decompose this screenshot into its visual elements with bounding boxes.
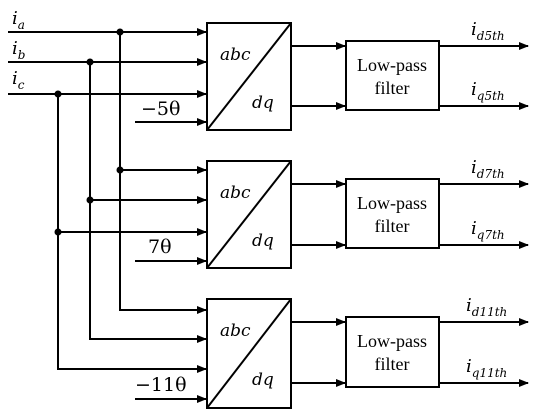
block-bottom-label-2: dq — [252, 231, 274, 251]
filter-label-line2-3: filter — [375, 354, 410, 374]
junction-dot — [86, 58, 94, 66]
input-label-ib: ib — [12, 38, 25, 62]
output-label-q11th: iq11th — [466, 356, 507, 380]
block-bottom-label-3: dq — [252, 370, 274, 390]
filter-label-line1-2: Low-pass — [357, 193, 427, 213]
angle-label-stage2: 7θ — [148, 236, 172, 258]
output-label-d5th: id5th — [471, 19, 505, 43]
output-label-q5th: iq5th — [471, 79, 505, 103]
filter-label-line1-3: Low-pass — [357, 331, 427, 351]
lowpass-filter-2 — [345, 178, 440, 249]
block-bottom-label-1: dq — [252, 93, 274, 113]
output-label-d7th: id7th — [471, 157, 505, 181]
block-top-label-1: abc — [220, 45, 251, 65]
lowpass-filter-3 — [345, 316, 440, 388]
junction-dot — [54, 90, 62, 98]
lowpass-filter-1 — [345, 40, 440, 111]
block-diagonal-2 — [206, 160, 292, 269]
filter-label-line1-1: Low-pass — [357, 55, 427, 75]
stage-7th: 7θ abc dq Low-pass filter id7th iq7th — [58, 157, 529, 269]
block-diagonal-3 — [206, 298, 292, 409]
output-label-d11th: id11th — [466, 295, 507, 319]
output-label-q7th: iq7th — [471, 218, 505, 242]
stage-11th: −11θ abc dq Low-pass filter id11th iq11t… — [57, 295, 529, 409]
stage-5th: −5θ abc dq Low-pass filter id5th iq5th — [8, 19, 529, 131]
block-diagonal-1 — [206, 22, 292, 131]
block-top-label-2: abc — [220, 183, 251, 203]
input-label-ia: ia — [12, 8, 25, 32]
junction-dot — [54, 228, 62, 236]
junction-dot — [116, 166, 124, 174]
filter-label-line2-2: filter — [375, 216, 410, 236]
input-label-ic: ic — [12, 68, 25, 92]
block-top-label-3: abc — [220, 321, 251, 341]
angle-label-stage3: −11θ — [135, 374, 187, 396]
filter-label-line2-1: filter — [375, 78, 410, 98]
junction-dot — [116, 28, 124, 36]
junction-dot — [86, 196, 94, 204]
angle-label-stage1: −5θ — [141, 98, 180, 120]
